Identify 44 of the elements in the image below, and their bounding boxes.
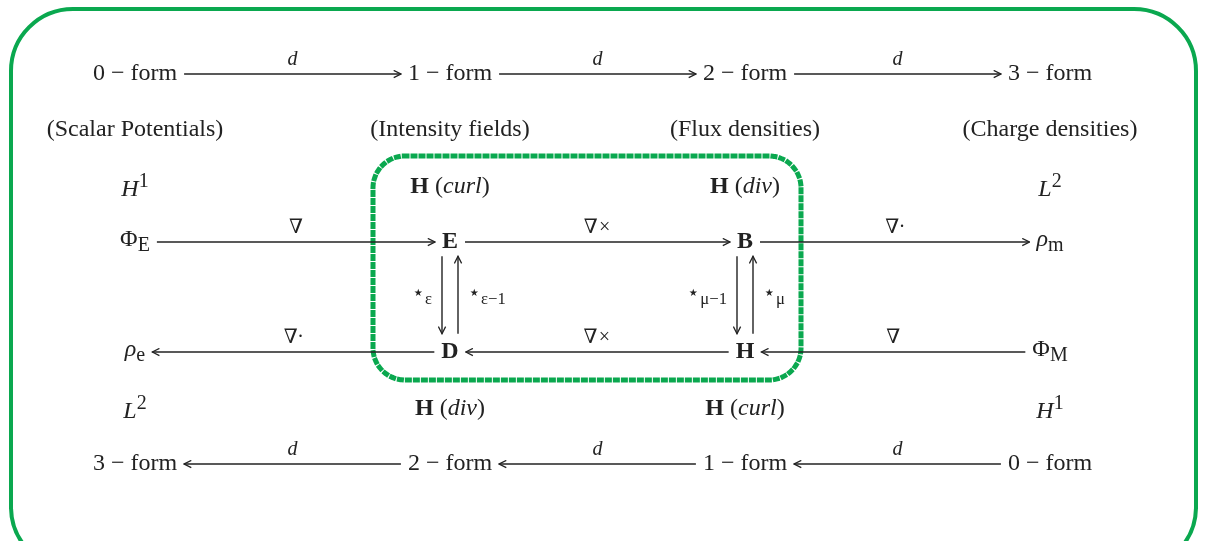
- arrow: [760, 347, 1027, 357]
- math-term: 2 − form: [699, 57, 791, 87]
- math-symbol: Φ$_{M}$: [1029, 333, 1071, 367]
- math-term: 1 − form: [404, 57, 496, 87]
- arrow: [437, 255, 447, 335]
- space-label: H$^{1}$: [1035, 389, 1065, 425]
- math-term: 0 − form: [89, 57, 181, 87]
- arrow: [183, 69, 402, 79]
- column-heading: (Intensity fields): [369, 113, 531, 143]
- field-symbol: H: [732, 335, 758, 365]
- math-symbol: ρ$_{m}$: [1033, 223, 1067, 257]
- space-label: H (div): [414, 392, 486, 422]
- arrow: [156, 237, 436, 247]
- arrow: [748, 255, 758, 335]
- arrow: [151, 347, 436, 357]
- space-label: L$^{2}$: [1037, 167, 1063, 203]
- math-term: 0 − form: [1004, 447, 1096, 477]
- arrow: [464, 347, 730, 357]
- field-symbol: B: [734, 225, 756, 255]
- arrow: [498, 69, 697, 79]
- math-term: 3 − form: [1004, 57, 1096, 87]
- column-heading: (Flux densities): [669, 113, 821, 143]
- arrow: [793, 69, 1002, 79]
- arrow: [464, 237, 731, 247]
- math-symbol: Φ$_{E}$: [117, 223, 153, 257]
- arrow: [498, 459, 697, 469]
- field-symbol: D: [438, 335, 462, 365]
- arrow: [453, 255, 463, 335]
- field-symbol: E: [439, 225, 461, 255]
- space-label: H (div): [709, 170, 781, 200]
- arrow: [759, 237, 1031, 247]
- space-label: L$^{2}$: [122, 389, 148, 425]
- column-heading: (Charge densities): [961, 113, 1139, 143]
- math-symbol: ρ$_{e}$: [121, 333, 149, 367]
- space-label: H (curl): [704, 392, 786, 422]
- space-label: H (curl): [409, 170, 491, 200]
- math-term: 3 − form: [89, 447, 181, 477]
- column-heading: (Scalar Potentials): [45, 113, 225, 143]
- math-term: 2 − form: [404, 447, 496, 477]
- arrow: [793, 459, 1002, 469]
- arrow: [732, 255, 742, 335]
- math-term: 1 − form: [699, 447, 791, 477]
- arrow: [183, 459, 402, 469]
- space-label: H$^{1}$: [120, 167, 150, 203]
